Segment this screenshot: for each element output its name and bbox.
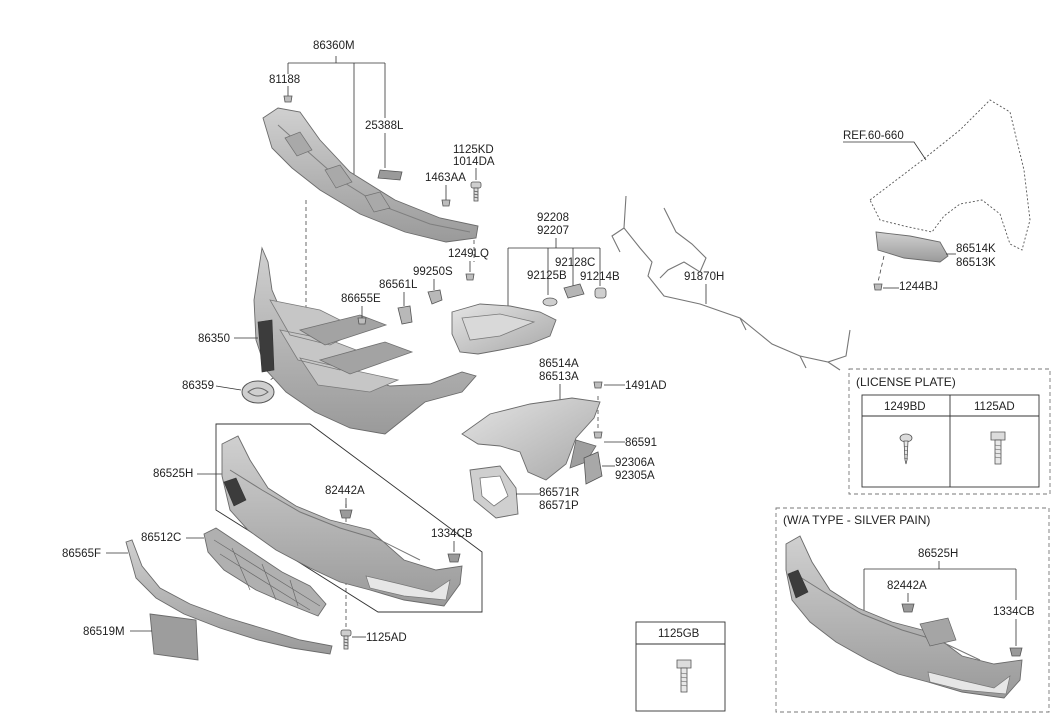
label-86525H[interactable]: 86525H: [153, 468, 193, 480]
bracket-86561L-icon: [397, 305, 413, 325]
bolt-1125KD-icon: [470, 181, 482, 202]
lower-bumper-86525H: [221, 435, 463, 607]
screw-1249BD-icon: [899, 433, 913, 465]
label-1334CB[interactable]: 1334CB: [431, 528, 473, 540]
bracket-86514K: [875, 231, 949, 263]
license-bracket-86519M: [149, 613, 199, 661]
main-grille-group: 86350 86359 1249LQ 99250S 86561L 86655E: [182, 246, 489, 435]
lower-bumper-frame: [215, 423, 483, 613]
label-1125KD[interactable]: 1125KD: [453, 144, 494, 156]
lower-bumper-group: 86525H 82442A 1334CB 86512C 86565F 86519…: [62, 423, 483, 661]
label-91870H[interactable]: 91870H: [684, 271, 724, 283]
bolt-1125AD-icon: [340, 629, 352, 650]
fender-group: REF.60-660 86514K 86513K 1244BJ: [843, 99, 1031, 293]
clip-1491AD-icon: [593, 381, 603, 389]
clip-1463AA-icon: [441, 199, 451, 207]
upper-grille-cover: [262, 107, 479, 243]
wa-clip-82442A-icon: [901, 603, 915, 613]
fender-outline: [869, 99, 1031, 251]
license-plate-col1[interactable]: 1249BD: [884, 401, 926, 413]
bumper-side-cover: [461, 397, 601, 481]
license-plate-box: (LICENSE PLATE) 1249BD 1125AD: [848, 368, 1051, 495]
clip-86655E-icon: [357, 317, 367, 325]
socket-92128C-icon: [563, 283, 585, 299]
label-86513K[interactable]: 86513K: [956, 257, 996, 269]
label-1244BJ[interactable]: 1244BJ: [899, 281, 938, 293]
bolt-1125AD-box-icon: [990, 431, 1006, 465]
label-86571P[interactable]: 86571P: [539, 500, 579, 512]
label-1125AD[interactable]: 1125AD: [366, 632, 407, 644]
label-92125B[interactable]: 92125B: [527, 270, 567, 282]
wiring-harness-91870H: [623, 195, 851, 363]
label-92208[interactable]: 92208: [537, 212, 569, 224]
wa-type-box: (W/A TYPE - SILVER PAIN) 86525H 82442A 1…: [775, 507, 1050, 713]
label-92305A[interactable]: 92305A: [615, 470, 655, 482]
bumper-cover-group: 86514A 86513A 1491AD 86591 92306A 92305A…: [461, 358, 667, 519]
license-plate-title: (LICENSE PLATE): [856, 375, 956, 389]
label-plate-25388L-icon: [377, 169, 403, 181]
label-1249LQ[interactable]: 1249LQ: [448, 248, 489, 260]
label-1491AD[interactable]: 1491AD: [625, 380, 667, 392]
grommet-92125B-icon: [542, 297, 558, 307]
clip-86591-icon: [593, 431, 603, 439]
label-99250S[interactable]: 99250S: [413, 266, 453, 278]
clip-1249LQ-icon: [465, 273, 475, 281]
label-92306A[interactable]: 92306A: [615, 457, 655, 469]
label-86655E[interactable]: 86655E: [341, 293, 381, 305]
label-86519M[interactable]: 86519M: [83, 626, 125, 638]
label-86513A[interactable]: 86513A: [539, 371, 579, 383]
wa-label-86525H[interactable]: 86525H: [918, 548, 958, 560]
clip-81188-icon: [283, 95, 293, 103]
label-82442A[interactable]: 82442A: [325, 485, 365, 497]
bracket-99250S-icon: [427, 289, 443, 305]
label-ref-60-660[interactable]: REF.60-660: [843, 130, 904, 142]
reflector-92306A-icon: [583, 451, 603, 485]
label-1014DA[interactable]: 1014DA: [453, 156, 495, 168]
lip-moulding-86565F: [125, 539, 333, 655]
clip-1334CB-icon: [447, 553, 461, 563]
label-25388L[interactable]: 25388L: [365, 120, 404, 132]
label-86561L[interactable]: 86561L: [379, 279, 418, 291]
clip-82442A-icon: [339, 509, 353, 519]
label-81188[interactable]: 81188: [269, 74, 300, 86]
label-86360M[interactable]: 86360M: [313, 40, 355, 52]
label-86350[interactable]: 86350: [198, 333, 230, 345]
label-86591[interactable]: 86591: [625, 437, 657, 449]
radar-bracket-group: 92208 92207 92128C 92125B 91214B: [451, 212, 620, 355]
wa-label-82442A[interactable]: 82442A: [887, 580, 927, 592]
bolt-box-title[interactable]: 1125GB: [658, 628, 700, 640]
wa-type-title: (W/A TYPE - SILVER PAIN): [783, 513, 930, 527]
emblem-86359-icon: [241, 380, 275, 404]
wiring-harness-group: 91870H: [611, 195, 851, 371]
wa-clip-1334CB-icon: [1009, 647, 1023, 657]
screw-1244BJ-icon: [873, 283, 883, 291]
bulb-91214B-icon: [594, 287, 607, 299]
label-92207[interactable]: 92207: [537, 225, 569, 237]
wa-lower-bumper-86525H: [785, 535, 1023, 699]
label-1463AA[interactable]: 1463AA: [425, 172, 466, 184]
label-86514K[interactable]: 86514K: [956, 243, 996, 255]
label-86571R[interactable]: 86571R: [539, 487, 579, 499]
label-86359[interactable]: 86359: [182, 380, 214, 392]
license-plate-col2[interactable]: 1125AD: [974, 401, 1015, 413]
label-91214B[interactable]: 91214B: [580, 271, 620, 283]
label-92128C[interactable]: 92128C: [555, 257, 595, 269]
bolt-1125GB-box: 1125GB: [635, 621, 726, 712]
bolt-1125GB-icon: [676, 659, 692, 693]
wa-label-1334CB[interactable]: 1334CB: [993, 606, 1035, 618]
label-86514A[interactable]: 86514A: [539, 358, 579, 370]
label-86512C[interactable]: 86512C: [141, 532, 181, 544]
label-86565F[interactable]: 86565F: [62, 548, 101, 560]
upper-grille-group: 86360M 81188 25388L 1125KD 1014DA 1463AA: [262, 40, 495, 243]
